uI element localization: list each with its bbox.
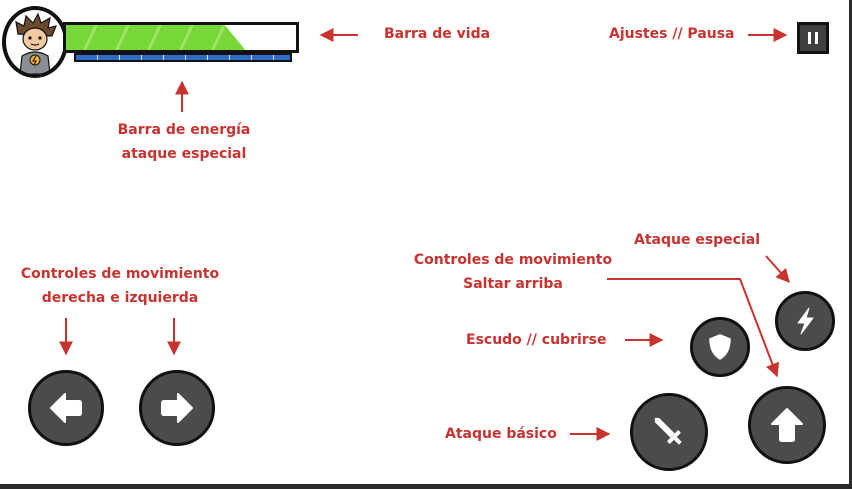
move-left-button[interactable] (28, 370, 104, 446)
lightning-icon (797, 307, 814, 335)
jump-label-line1: Controles de movimiento (413, 252, 613, 268)
arrow-to-special-button (765, 255, 790, 284)
pause-icon (808, 32, 818, 44)
health-bar (63, 22, 299, 53)
jump-label-line2: Saltar arriba (463, 276, 563, 292)
pause-label: Ajustes // Pausa (609, 26, 735, 42)
jump-button[interactable] (748, 386, 826, 464)
energy-bar-label: Barra de energía ataque especial (98, 118, 270, 166)
basic-attack-button[interactable] (630, 393, 708, 471)
shield-button[interactable] (690, 317, 750, 377)
move-right-button[interactable] (139, 370, 215, 446)
movement-controls-label: Controles de movimiento derecha e izquie… (14, 262, 226, 310)
energy-bar (74, 53, 292, 62)
arrow-up-icon (771, 408, 803, 442)
health-bar-label: Barra de vida (384, 26, 491, 42)
health-bar-fill (66, 25, 246, 50)
arrow-to-jump-button (607, 278, 780, 378)
player-avatar (2, 6, 68, 78)
jump-controls-label: Controles de movimiento Saltar arriba (408, 248, 618, 296)
energy-label-line2: ataque especial (121, 146, 247, 162)
pause-button[interactable] (797, 22, 829, 54)
movement-label-line1: Controles de movimiento (20, 266, 220, 282)
arrow-left-icon (50, 393, 82, 423)
sword-icon (654, 417, 682, 445)
movement-label-line2: derecha e izquierda (41, 290, 199, 306)
energy-bar-fill (76, 55, 290, 60)
shield-icon (709, 334, 731, 360)
special-attack-button[interactable] (775, 291, 835, 351)
arrow-right-icon (161, 393, 193, 423)
special-attack-label: Ataque especial (634, 232, 761, 248)
shield-label: Escudo // cubrirse (466, 332, 607, 348)
basic-attack-label: Ataque básico (445, 426, 557, 442)
energy-label-line1: Barra de energía (117, 122, 251, 138)
hero-portrait-icon (15, 12, 57, 74)
